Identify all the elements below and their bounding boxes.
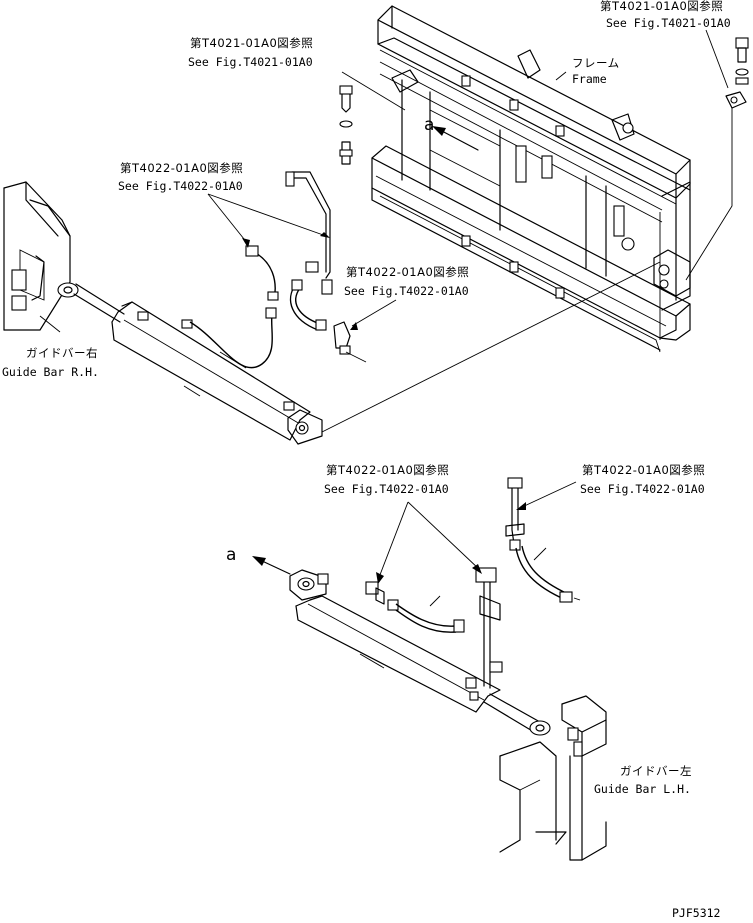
ref-bolt-center-jp: 第T4021-01A0図参照 [190,36,313,50]
bolt-stack-center [339,71,406,165]
guide-bar-lh-jp: ガイドバー左 [620,764,692,778]
guide-bar-lh [499,695,607,861]
ref-pipe-lower-right-en: See Fig.T4022-01A0 [580,482,705,496]
ref-pipe-lower-left-jp: 第T4022-01A0図参照 [326,463,449,477]
ref-pipe-lower-right-jp: 第T4022-01A0図参照 [582,463,705,477]
frame-label-en: Frame [572,72,607,86]
ref-pipe-lower-left-en: See Fig.T4022-01A0 [324,482,449,496]
bolt-stack-top-right [685,29,749,281]
ref-pipe-left-jp: 第T4022-01A0図参照 [120,161,243,175]
hoses-lower [252,477,581,689]
arrow-a-bottom-label: a [226,545,236,565]
ref-pipe-left-en: See Fig.T4022-01A0 [118,179,243,193]
frame-label-jp: フレーム [572,56,620,70]
ref-bolt-center-en: See Fig.T4021-01A0 [188,55,313,69]
ref-pipe-mid-jp: 第T4022-01A0図参照 [346,265,469,279]
guide-bar-rh-en: Guide Bar R.H. [2,365,99,379]
guide-bar-rh [3,181,79,333]
ref-pipe-mid-en: See Fig.T4022-01A0 [344,284,469,298]
hoses-upper [189,171,397,369]
frame-assembly [371,5,691,353]
cylinder-upper [73,261,661,445]
ref-bolt-top-right-jp: 第T4021-01A0図参照 [600,0,723,13]
guide-bar-rh-jp: ガイドバー右 [26,346,98,360]
ref-bolt-top-right-en: See Fig.T4021-01A0 [606,16,731,30]
guide-bar-lh-en: Guide Bar L.H. [594,782,691,796]
arrow-a-top-label: a [424,115,434,135]
cylinder-lower [289,569,551,736]
drawing-code: PJF5312 [672,906,720,920]
